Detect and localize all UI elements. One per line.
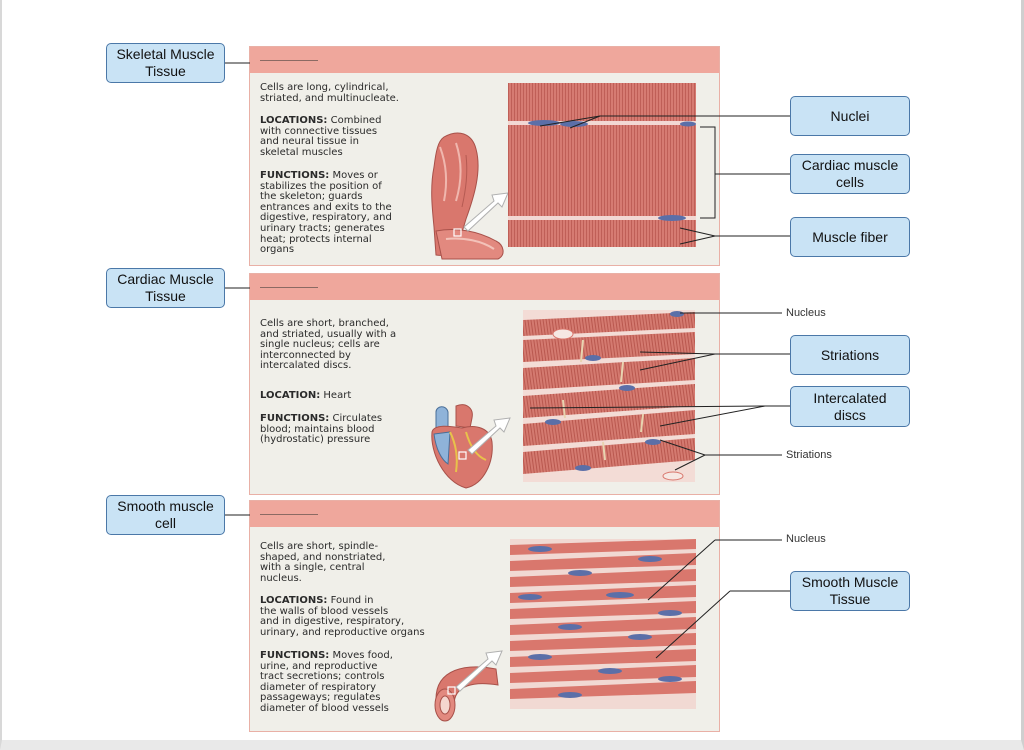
cardiac-location-heading: LOCATION: <box>260 390 321 401</box>
skeletal-panel-header <box>250 47 719 73</box>
cardiac-panel-header <box>250 274 719 300</box>
label-cardiac-muscle-cells[interactable]: Cardiac muscle cells <box>790 154 910 194</box>
smooth-locations-heading: LOCATIONS: <box>260 595 328 606</box>
label-striations-cardiac: Striations <box>786 449 832 461</box>
smooth-functions-text: Moves food, urine, and reproductive trac… <box>260 650 393 714</box>
cardiac-functions-text: Circulates blood; maintains blood (hydro… <box>260 413 383 446</box>
arm-illustration <box>431 132 509 260</box>
smooth-locations-text: Found in the walls of blood vessels and … <box>260 595 425 638</box>
skeletal-panel: Cells are long, cylindrical, striated, a… <box>249 46 720 266</box>
skeletal-locations-heading: LOCATIONS: <box>260 115 328 126</box>
cardiac-panel: Cells are short, branched, and striated,… <box>249 273 720 495</box>
skeletal-micrograph <box>508 83 696 247</box>
cardiac-location: LOCATION: Heart <box>260 390 352 402</box>
smooth-panel-header <box>250 501 719 527</box>
label-cardiac-muscle-tissue[interactable]: Cardiac Muscle Tissue <box>106 268 225 308</box>
cardiac-description: Cells are short, branched, and striated,… <box>260 318 397 372</box>
smooth-locations: LOCATIONS: Found in the walls of blood v… <box>260 595 425 638</box>
cardiac-functions: FUNCTIONS: Circulates blood; maintains b… <box>260 413 383 446</box>
skeletal-functions: FUNCTIONS: Moves or stabilizes the posit… <box>260 170 392 256</box>
skeletal-locations-text: Combined with connective tissues and neu… <box>260 115 382 158</box>
label-nucleus-cardiac: Nucleus <box>786 307 826 319</box>
smooth-description: Cells are short, spindle- shaped, and no… <box>260 541 386 584</box>
cardiac-micrograph <box>523 310 695 482</box>
skeletal-functions-text: Moves or stabilizes the position of the … <box>260 170 392 256</box>
cardiac-functions-heading: FUNCTIONS: <box>260 413 330 424</box>
skeletal-functions-heading: FUNCTIONS: <box>260 170 330 181</box>
label-smooth-muscle-cell[interactable]: Smooth muscle cell <box>106 495 225 535</box>
heart-illustration <box>431 404 511 489</box>
blood-vessel-illustration <box>434 650 503 722</box>
skeletal-description: Cells are long, cylindrical, striated, a… <box>260 82 399 104</box>
label-nuclei[interactable]: Nuclei <box>790 96 910 136</box>
label-muscle-fiber[interactable]: Muscle fiber <box>790 217 910 257</box>
skeletal-locations: LOCATIONS: Combined with connective tiss… <box>260 115 382 158</box>
smooth-functions-heading: FUNCTIONS: <box>260 650 330 661</box>
smooth-functions: FUNCTIONS: Moves food, urine, and reprod… <box>260 650 393 715</box>
label-intercalated-discs[interactable]: Intercalated discs <box>790 386 910 427</box>
cardiac-location-text: Heart <box>320 390 352 401</box>
smooth-panel: Cells are short, spindle- shaped, and no… <box>249 500 720 732</box>
label-nucleus-smooth: Nucleus <box>786 533 826 545</box>
label-skeletal-muscle-tissue[interactable]: Skeletal Muscle Tissue <box>106 43 225 83</box>
smooth-micrograph <box>510 539 696 709</box>
label-smooth-muscle-tissue[interactable]: Smooth Muscle Tissue <box>790 571 910 611</box>
label-striations[interactable]: Striations <box>790 335 910 375</box>
